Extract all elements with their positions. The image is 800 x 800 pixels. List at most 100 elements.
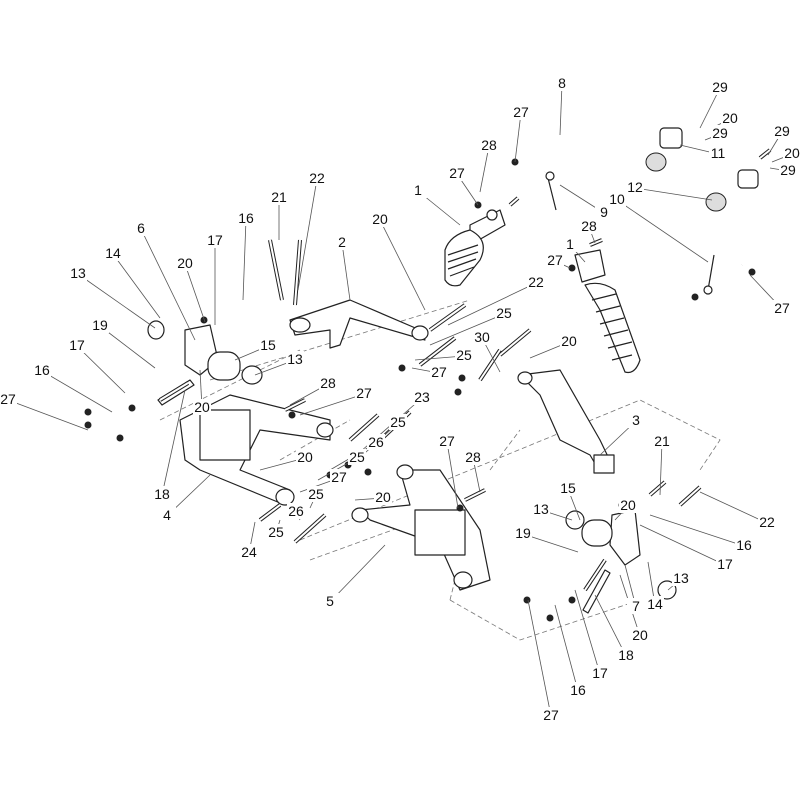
leader-line xyxy=(594,594,627,657)
lower-arm-4 xyxy=(179,394,334,506)
leader-line xyxy=(447,282,537,326)
callout-label-4: 4 xyxy=(163,507,171,523)
callout-label-27: 27 xyxy=(331,469,347,485)
callout-background xyxy=(464,449,482,465)
callout-label-5: 5 xyxy=(326,593,334,609)
callout-label-22: 22 xyxy=(309,170,325,186)
bolt xyxy=(589,239,603,246)
callout-background xyxy=(371,211,389,227)
callout-label-15: 15 xyxy=(260,337,276,353)
callout-background xyxy=(514,525,532,541)
callout-background xyxy=(672,570,690,586)
bolt xyxy=(584,559,606,591)
callout-label-20: 20 xyxy=(194,399,210,415)
callout-label-2: 2 xyxy=(338,234,346,250)
callout-background xyxy=(595,204,613,220)
leader-line xyxy=(379,219,426,311)
callout-background xyxy=(591,665,609,681)
leader-line xyxy=(184,263,206,323)
bolt xyxy=(499,329,531,356)
callout-background xyxy=(33,362,51,378)
callout-background xyxy=(711,79,729,95)
callout-background xyxy=(455,347,473,363)
bolt xyxy=(679,486,701,506)
callout-background xyxy=(367,434,385,450)
callout-label-15: 15 xyxy=(560,480,576,496)
callout-background xyxy=(319,375,337,391)
callout-label-17: 17 xyxy=(717,556,733,572)
leader-line xyxy=(527,599,552,717)
callout-label-19: 19 xyxy=(515,525,531,541)
callout-label-28: 28 xyxy=(465,449,481,465)
bolt xyxy=(509,197,519,206)
callout-label-18: 18 xyxy=(618,647,634,663)
callout-label-20: 20 xyxy=(620,497,636,513)
callout-labels: 2920291129202982728271202121028912727222… xyxy=(0,75,800,723)
callout-label-29: 29 xyxy=(712,125,728,141)
leader-line xyxy=(161,389,186,496)
callout-background xyxy=(627,598,645,614)
leader-line xyxy=(659,441,663,496)
callout-background xyxy=(779,162,797,178)
callout-label-27: 27 xyxy=(0,391,16,407)
callout-background xyxy=(773,123,791,139)
callout-label-13: 13 xyxy=(287,351,303,367)
knuckle-6 xyxy=(147,320,263,406)
callout-background xyxy=(627,412,645,428)
callout-background xyxy=(409,182,427,198)
callout-background xyxy=(711,125,729,141)
leader-line xyxy=(446,441,459,509)
nut xyxy=(456,504,464,512)
callout-background xyxy=(333,234,351,250)
callout-label-29: 29 xyxy=(712,79,728,95)
leader-line xyxy=(242,218,247,301)
callout-label-18: 18 xyxy=(154,486,170,502)
bolt xyxy=(294,514,326,543)
callout-background xyxy=(758,514,776,530)
leader-line xyxy=(99,325,156,369)
callout-label-10: 10 xyxy=(609,191,625,207)
callout-background xyxy=(721,110,739,126)
bolt xyxy=(159,382,189,401)
callout-background xyxy=(259,337,277,353)
shock-absorber-right xyxy=(574,249,641,374)
callout-label-20: 20 xyxy=(297,449,313,465)
callout-background xyxy=(389,414,407,430)
upper-arm-3 xyxy=(517,369,615,474)
callout-label-28: 28 xyxy=(481,137,497,153)
callout-label-19: 19 xyxy=(92,317,108,333)
callout-label-27: 27 xyxy=(439,433,455,449)
callout-background xyxy=(193,399,211,415)
lower-arm-5 xyxy=(351,464,491,591)
callout-label-25: 25 xyxy=(268,524,284,540)
bolt xyxy=(269,239,283,301)
callout-label-1: 1 xyxy=(414,182,422,198)
bolt xyxy=(464,489,486,501)
callout-label-17: 17 xyxy=(207,232,223,248)
callout-label-25: 25 xyxy=(349,449,365,465)
callout-background xyxy=(553,75,571,91)
callout-background xyxy=(495,305,513,321)
callout-background xyxy=(653,433,671,449)
callout-background xyxy=(773,300,791,316)
callout-label-21: 21 xyxy=(271,189,287,205)
callout-background xyxy=(608,191,626,207)
callout-label-13: 13 xyxy=(70,265,86,281)
callout-label-17: 17 xyxy=(592,665,608,681)
callout-label-16: 16 xyxy=(736,537,752,553)
callout-label-20: 20 xyxy=(561,333,577,349)
bolt xyxy=(419,337,456,366)
callout-background xyxy=(532,501,550,517)
callout-background xyxy=(91,317,109,333)
callout-background xyxy=(132,220,150,236)
leader-lines xyxy=(7,83,793,717)
leader-line xyxy=(297,178,318,291)
leader-line xyxy=(634,187,713,201)
leader-line xyxy=(329,544,386,603)
nut xyxy=(523,596,531,604)
callout-background xyxy=(448,165,466,181)
callout-background xyxy=(512,104,530,120)
leader-line xyxy=(41,370,113,413)
